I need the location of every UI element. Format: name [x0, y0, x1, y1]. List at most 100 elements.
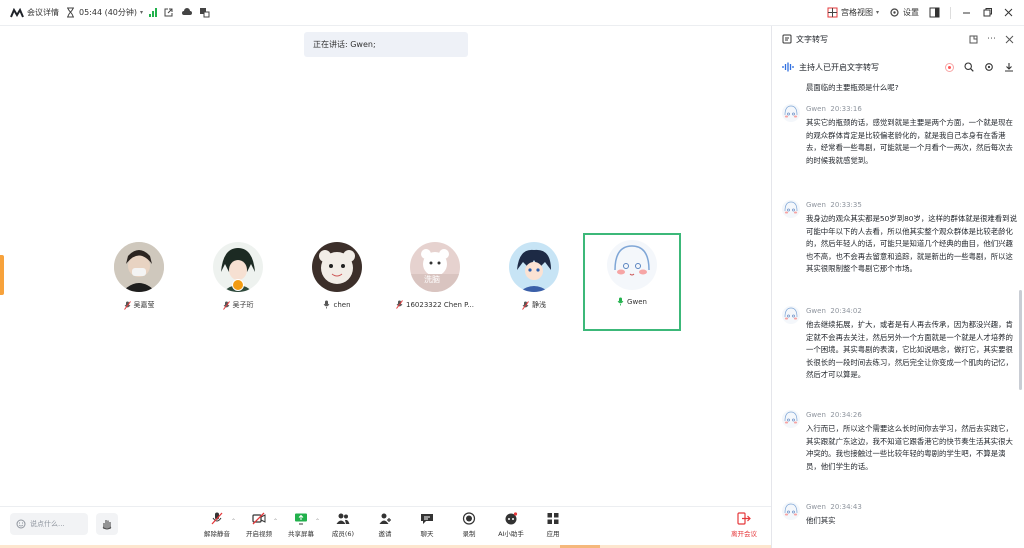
timer-label: 05:44 (40分钟) [79, 8, 138, 17]
avatar [114, 242, 164, 292]
tool-label: AI小助手 [498, 530, 524, 538]
restore-icon[interactable] [982, 7, 993, 18]
avatar [782, 410, 800, 428]
record-button[interactable]: 录制 [448, 512, 490, 538]
panel-header: 文字转写 ⋯ [772, 26, 1024, 52]
timestamp: 20:34:43 [830, 503, 862, 511]
transcript-clipped-line: 晨面临的主要瓶颈是什么呢? [806, 83, 899, 92]
participant-tile[interactable]: 静浅 [485, 234, 583, 330]
transcript-entry: Gwen 20:34:26 入行而已，所以这个需要这么长时间你去学习，然后去实践… [782, 410, 1020, 473]
tool-label: 解除静音 [204, 530, 230, 538]
avatar [782, 502, 800, 520]
chat-placeholder: 说点什么... [30, 520, 65, 528]
gear-icon[interactable] [984, 62, 994, 72]
share-screen-button[interactable]: 共享屏幕 ⌃ [280, 512, 322, 538]
meeting-timer[interactable]: 05:44 (40分钟) ▾ [65, 7, 143, 18]
bottom-edge-strip [0, 545, 771, 548]
participant-tile[interactable]: chen [288, 234, 386, 330]
tool-label: 应用 [546, 530, 560, 538]
grid-view-button[interactable]: 宫格视图 ▾ [827, 7, 879, 18]
transcript-list[interactable]: 晨面临的主要瓶颈是什么呢? Gwen 20:33:16 其实它的瓶颈的话，感觉到… [772, 82, 1024, 548]
hand-icon [102, 520, 112, 530]
signal-strength-icon [149, 8, 158, 17]
meeting-details-button[interactable]: 会议详情 [10, 7, 59, 18]
participant-name-text: 静浅 [532, 301, 546, 309]
settings-label: 设置 [903, 8, 919, 17]
members-icon [336, 513, 350, 524]
transcript-entry: Gwen 20:34:43 他们其实 [782, 502, 1020, 528]
participant-name: 16023322 Chen P... [396, 300, 474, 309]
tool-label: 共享屏幕 [288, 530, 314, 538]
chat-input[interactable]: 说点什么... [10, 513, 88, 535]
leave-label: 离开会议 [731, 530, 757, 538]
avatar [782, 306, 800, 324]
invite-button[interactable]: 邀请 [364, 512, 406, 538]
apps-button[interactable]: 应用 [532, 512, 574, 538]
ai-assistant-button[interactable]: AI小助手 [490, 512, 532, 538]
transcript-meta: Gwen 20:33:35 [806, 200, 1018, 210]
gear-icon [890, 8, 899, 17]
transcript-text: 其实它的瓶颈的话，感觉到就是主要是两个方面，一个就是现在的观众群体肯定是比较偏老… [806, 118, 1013, 165]
chat-button[interactable]: 聊天 [406, 512, 448, 538]
participant-tile[interactable]: 洗脑 16023322 Chen P... [386, 234, 484, 330]
transcript-entry: Gwen 20:34:02 他去继续拓展，扩大，或者是有人再去传承，因为都没兴趣… [782, 306, 1020, 382]
avatar [607, 240, 657, 290]
members-button[interactable]: 成员(6) [322, 512, 364, 538]
external-link-icon[interactable] [163, 7, 174, 18]
video-off-icon [252, 512, 266, 525]
participant-tile[interactable]: 吴子珩 [189, 234, 287, 330]
speaker-name: Gwen [806, 307, 826, 315]
close-icon[interactable] [1003, 7, 1014, 18]
participant-name: 吴嘉莹 [123, 300, 155, 310]
popout-icon[interactable] [969, 35, 978, 44]
mic-muted-icon [211, 512, 223, 525]
transcript-meta: Gwen 20:34:02 [806, 306, 1018, 316]
panel-title: 文字转写 [796, 34, 828, 44]
invite-icon [379, 513, 391, 524]
side-drawer-handle[interactable] [0, 255, 4, 295]
start-video-button[interactable]: 开启视频 ⌃ [238, 512, 280, 538]
close-panel-icon[interactable] [1005, 35, 1014, 44]
recording-indicator-icon[interactable] [945, 62, 954, 72]
transcript-text: 他们其实 [806, 516, 836, 525]
leave-icon [737, 512, 751, 525]
panel-toggle-icon[interactable] [929, 7, 940, 18]
leave-meeting-button[interactable]: 离开会议 [724, 512, 764, 538]
caret-up-icon[interactable]: ⌃ [272, 518, 278, 525]
unmute-button[interactable]: 解除静音 ⌃ [196, 512, 238, 538]
minimize-icon[interactable] [961, 7, 972, 18]
transcript-scrollbar[interactable] [1019, 290, 1022, 390]
download-icon[interactable] [1004, 62, 1014, 72]
raise-hand-button[interactable] [96, 513, 118, 535]
meeting-controls: 解除静音 ⌃ 开启视频 ⌃ 共享屏幕 ⌃ 成员(6) 邀请 聊天 录制 [196, 512, 574, 538]
tool-label: 录制 [462, 530, 476, 538]
transcript-meta: Gwen 20:33:16 [806, 104, 1018, 114]
mic-speaking-icon [617, 297, 624, 306]
ai-assistant-icon [505, 512, 518, 525]
speaker-name: Gwen [806, 201, 826, 209]
transcript-text: 他去继续拓展，扩大，或者是有人再去传承，因为都没兴趣，肯定就不会再去关注，然后另… [806, 320, 1013, 380]
emoji-icon[interactable] [16, 519, 26, 529]
participant-name-text: 吴嘉莹 [133, 301, 155, 309]
mic-muted-icon [222, 300, 230, 310]
more-icon[interactable]: ⋯ [987, 34, 996, 44]
apps-icon [547, 513, 559, 524]
settings-button[interactable]: 设置 [889, 7, 919, 18]
transcript-icon [782, 34, 792, 44]
grid-icon [827, 7, 838, 18]
transcript-entry: Gwen 20:33:35 我身边的观众其实都是50岁到80岁，这样的群体就是很… [782, 200, 1020, 276]
participant-tile-active-speaker[interactable]: Gwen [583, 233, 681, 331]
caret-up-icon[interactable]: ⌃ [314, 518, 320, 525]
speaker-name: Gwen [806, 411, 826, 419]
caret-up-icon[interactable]: ⌃ [230, 518, 236, 525]
transcription-status: 主持人已开启文字转写 [772, 52, 1024, 82]
screen-share-status-icon[interactable] [199, 7, 210, 18]
video-stage: 正在讲话: Gwen; 吴嘉莹 吴子珩 chen 洗 [0, 26, 771, 506]
timestamp: 20:34:02 [830, 307, 862, 315]
participant-name-text: Gwen [627, 297, 647, 306]
hourglass-icon [67, 7, 74, 18]
participant-tile[interactable]: 吴嘉莹 [90, 234, 188, 330]
cloud-icon[interactable] [180, 7, 193, 18]
transcription-status-text: 主持人已开启文字转写 [799, 62, 879, 72]
search-icon[interactable] [964, 62, 974, 72]
